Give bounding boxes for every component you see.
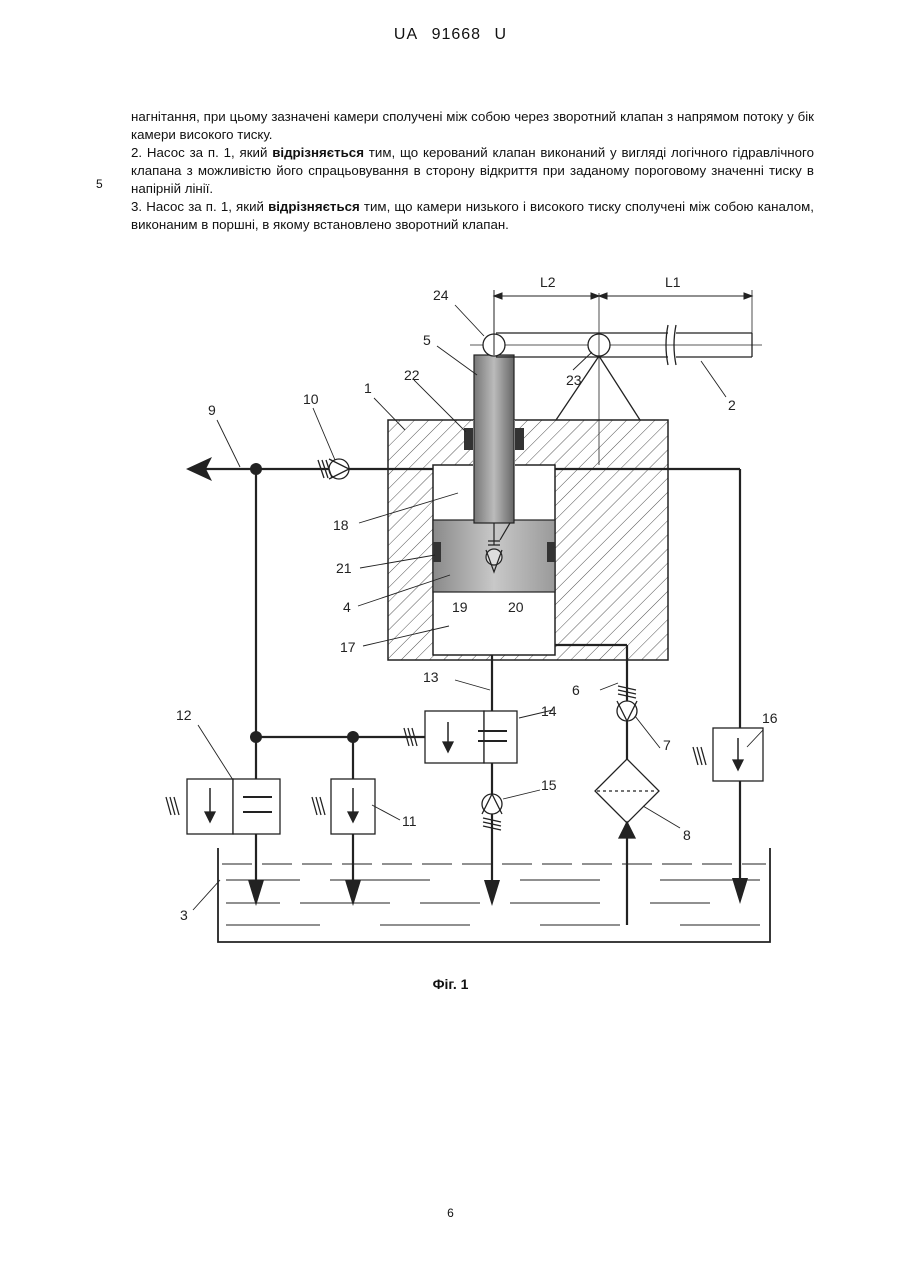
label-L1: L1 [665, 274, 681, 290]
label-23: 23 [566, 372, 582, 388]
filter-8 [595, 759, 659, 838]
label-6: 6 [572, 682, 580, 698]
patent-header: UA 91668 U [0, 26, 901, 44]
claim-3-pre: 3. Насос за п. 1, який [131, 199, 268, 214]
dimension-lines [494, 293, 752, 299]
claims-text: нагнітання, при цьому зазначені камери с… [131, 108, 814, 234]
label-14: 14 [541, 703, 557, 719]
label-1: 1 [364, 380, 372, 396]
label-20: 20 [508, 599, 524, 615]
label-3: 3 [180, 907, 188, 923]
figure-caption: Фіг. 1 [0, 976, 901, 992]
valve-12 [166, 779, 280, 834]
claim-2: 2. Насос за п. 1, який відрізняється тим… [131, 144, 814, 198]
label-4: 4 [343, 599, 351, 615]
page-number: 6 [0, 1206, 901, 1220]
claim-3: 3. Насос за п. 1, який відрізняється тим… [131, 198, 814, 234]
label-5: 5 [423, 332, 431, 348]
header-number: 91668 [432, 26, 482, 43]
claim-continuation: нагнітання, при цьому зазначені камери с… [131, 108, 814, 144]
piston-rod [474, 355, 514, 523]
header-country: UA [394, 26, 418, 43]
label-16: 16 [762, 710, 778, 726]
label-22: 22 [404, 367, 420, 383]
line-number: 5 [96, 177, 103, 191]
label-13: 13 [423, 669, 439, 685]
label-19: 19 [452, 599, 468, 615]
hydraulic-pump-diagram: 1 2 3 4 5 6 7 8 9 10 11 12 13 14 15 16 1… [150, 270, 790, 960]
claim-2-bold: відрізняється [272, 145, 364, 160]
drain-arrows [248, 878, 748, 906]
label-8: 8 [683, 827, 691, 843]
label-17: 17 [340, 639, 356, 655]
label-24: 24 [433, 287, 449, 303]
label-7: 7 [663, 737, 671, 753]
check-valve-15 [482, 794, 502, 830]
label-L2: L2 [540, 274, 556, 290]
label-12: 12 [176, 707, 192, 723]
claim-3-bold: відрізняється [268, 199, 360, 214]
label-10: 10 [303, 391, 319, 407]
valve-16 [693, 728, 763, 781]
header-kind: U [495, 26, 508, 43]
label-21: 21 [336, 560, 352, 576]
label-18: 18 [333, 517, 349, 533]
label-2: 2 [728, 397, 736, 413]
claim-2-pre: 2. Насос за п. 1, який [131, 145, 272, 160]
label-9: 9 [208, 402, 216, 418]
valve-11 [312, 779, 375, 834]
label-15: 15 [541, 777, 557, 793]
label-11: 11 [402, 813, 417, 829]
